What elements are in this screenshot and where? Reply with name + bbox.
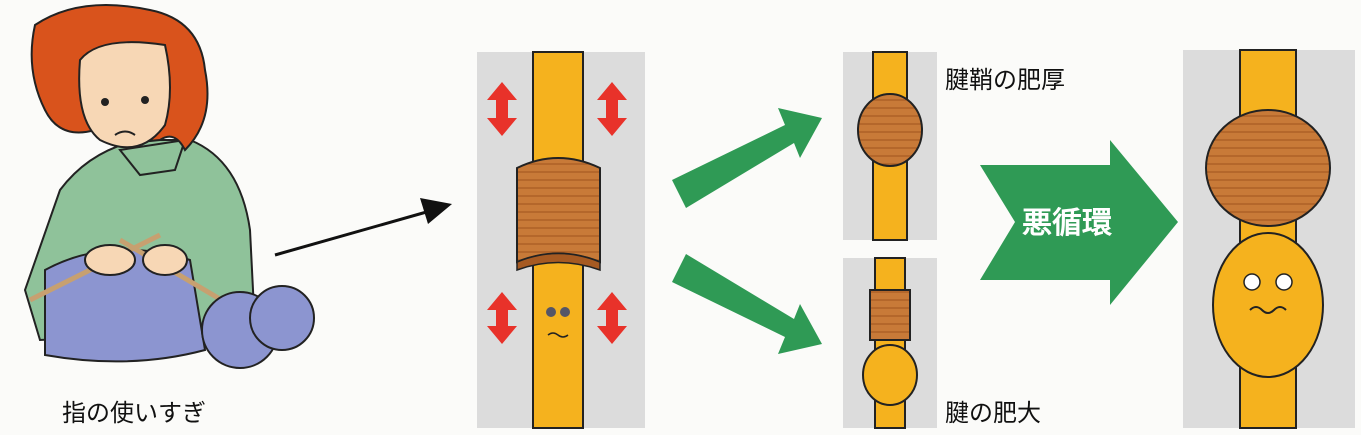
- green-arrow-icon: [672, 108, 822, 354]
- tendon-panel-stress: [477, 51, 645, 429]
- tendon-panel-sheath-thickening: [843, 51, 937, 241]
- stress-arrows: [487, 82, 627, 344]
- tendon-panel-tendon-enlargement: [843, 257, 937, 429]
- arrow-right-icon: [274, 198, 452, 257]
- woman-knitting-illustration: [23, 4, 315, 369]
- tendon-panel-worsened: [1183, 49, 1355, 429]
- yarn-ball: [249, 285, 315, 351]
- tendon-enlargement-label: 腱の肥大: [945, 399, 1041, 427]
- overuse-label: 指の使いすぎ: [62, 399, 206, 427]
- vicious-cycle-label: 悪循環: [1022, 206, 1112, 241]
- sheath-thickening-label: 腱鞘の肥厚: [945, 66, 1065, 94]
- vicious-cycle-arrow: [980, 140, 1178, 305]
